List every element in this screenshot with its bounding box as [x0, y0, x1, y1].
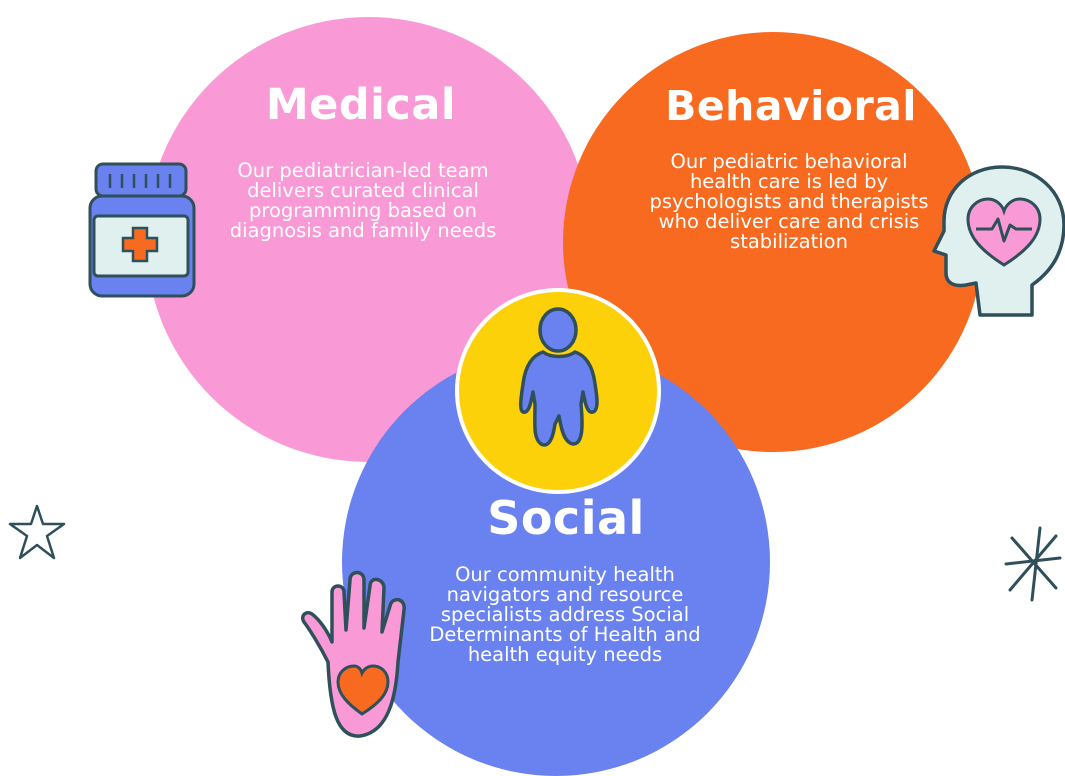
- social-description: Our community health navigators and reso…: [429, 563, 701, 666]
- medicine-bottle-icon: [88, 162, 196, 298]
- head-heart-icon: [932, 165, 1065, 317]
- medical-description: Our pediatrician-led team delivers curat…: [229, 159, 497, 242]
- hand-heart-icon: [300, 570, 406, 738]
- star-outline-icon: [8, 504, 66, 560]
- sparkle-icon: [1004, 526, 1062, 602]
- medical-title: Medical: [265, 80, 457, 130]
- child-figure-icon: [518, 307, 599, 447]
- behavioral-description: Our pediatric behavioral health care is …: [649, 150, 929, 253]
- behavioral-title: Behavioral: [665, 82, 917, 130]
- social-title: Social: [487, 491, 645, 545]
